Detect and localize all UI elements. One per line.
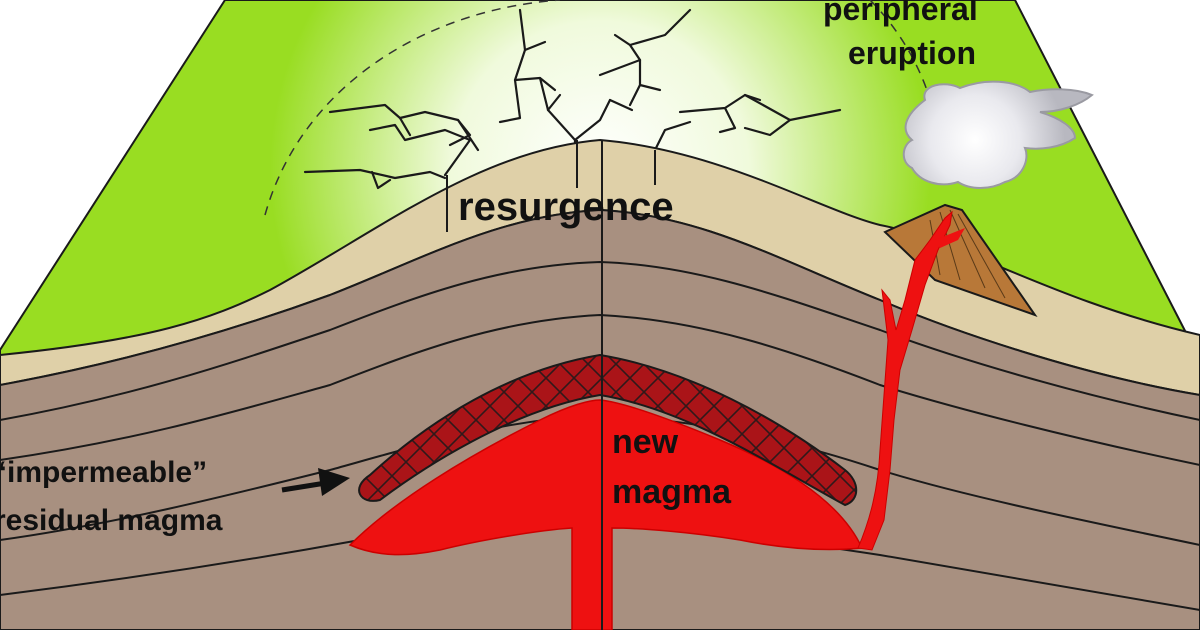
dike-branch <box>935 228 965 248</box>
fracture-network <box>303 8 842 190</box>
label-new-magma-line1: new <box>612 423 679 461</box>
surface-crack-stubs <box>446 140 656 232</box>
feeder-dike <box>857 210 953 551</box>
caldera-dashed-outline <box>264 0 936 216</box>
eruption-plume <box>902 80 1094 189</box>
label-new-magma-line2: magma <box>612 473 732 511</box>
label-impermeable-line2: residual magma <box>0 504 223 537</box>
label-peripheral-line2: eruption <box>848 35 976 71</box>
residual-magma-arrow <box>281 468 350 496</box>
residual-magma-hatching <box>359 355 857 505</box>
label-impermeable-line1: “impermeable” <box>0 456 207 489</box>
label-peripheral-line1: peripheral <box>823 0 978 27</box>
label-resurgence: resurgence <box>458 185 674 229</box>
